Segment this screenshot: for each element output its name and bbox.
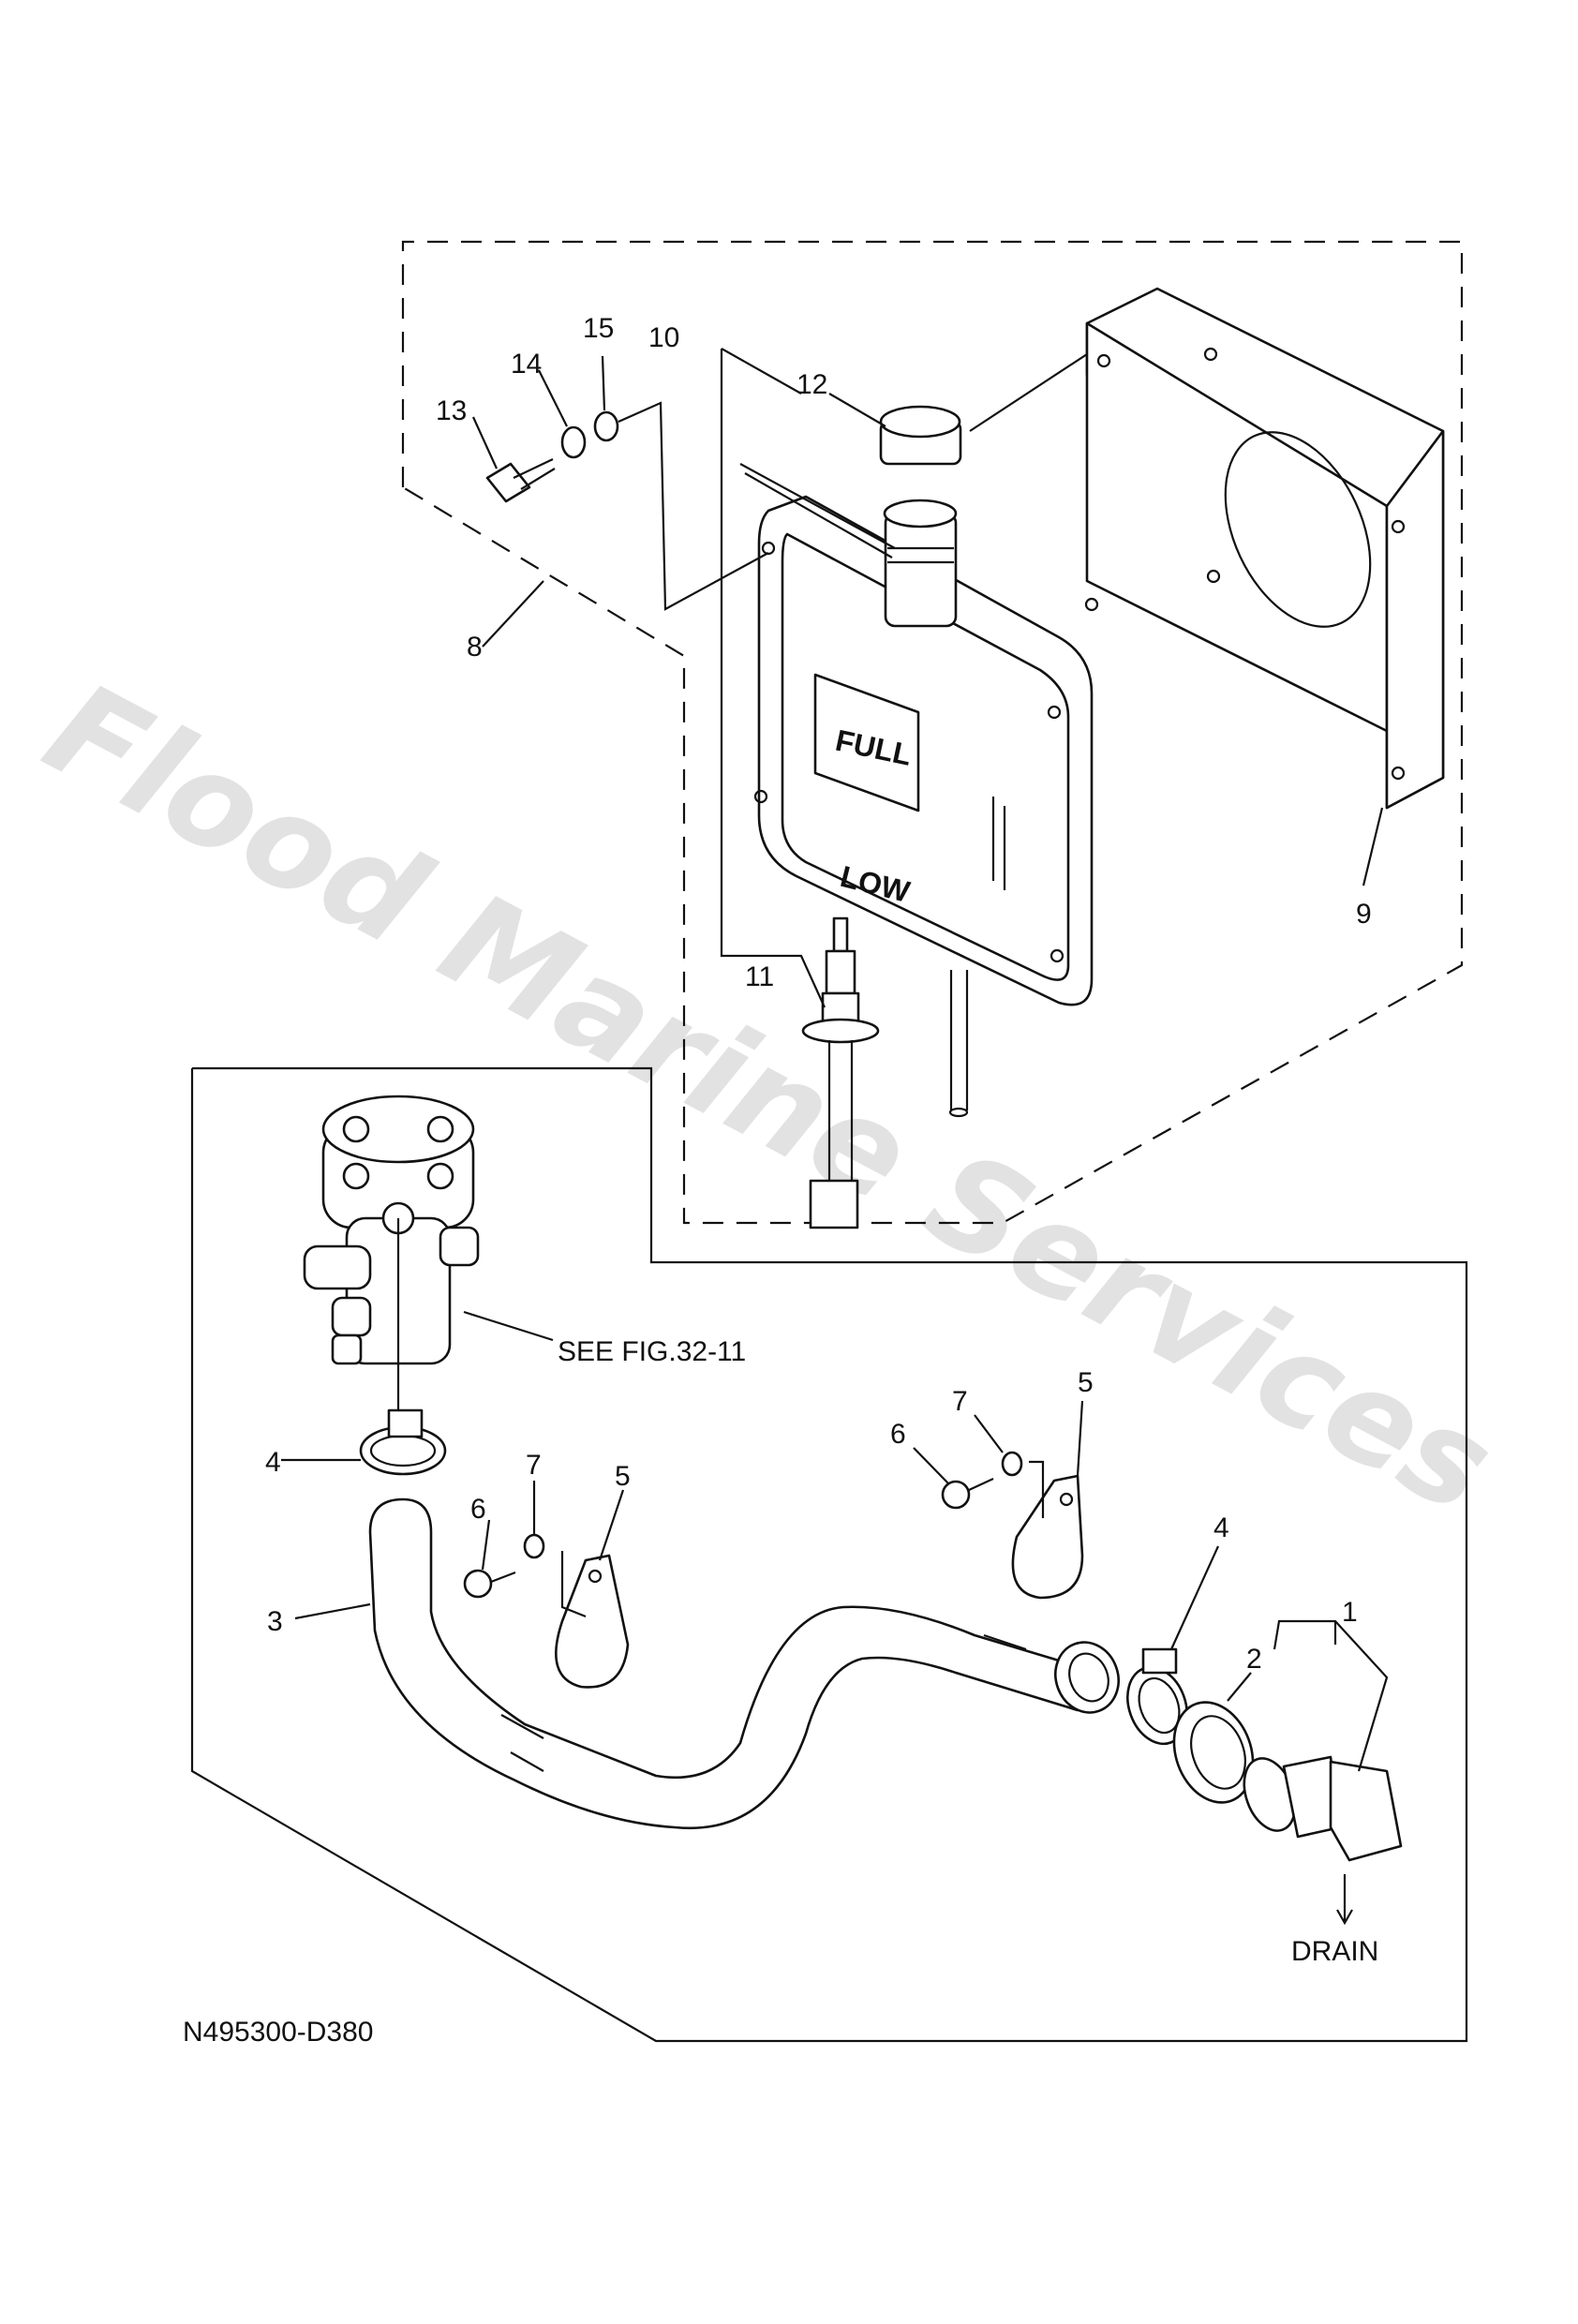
callout-12: 12 <box>796 369 827 400</box>
callout-14: 14 <box>511 349 542 380</box>
oil-tank: FULL LOW <box>739 463 1094 1006</box>
callout-4-lower: 4 <box>1213 1512 1229 1543</box>
leader-lines <box>281 348 1389 1772</box>
drain-plug <box>1243 1755 1403 1862</box>
washer-7-left <box>523 1533 545 1559</box>
level-gauge <box>801 916 880 1229</box>
bolt <box>485 458 556 503</box>
callout-2: 2 <box>1246 1644 1262 1675</box>
see-figure-reference: SEE FIG.32-11 <box>558 1336 746 1367</box>
callout-11: 11 <box>745 961 774 992</box>
callout-5-right: 5 <box>1078 1367 1094 1398</box>
drain-gasket <box>1172 1701 1255 1804</box>
callout-9: 9 <box>1356 899 1372 930</box>
hose-clamp-upper <box>359 1408 447 1476</box>
tank-outlet-pipe <box>948 970 969 1118</box>
drain-arrow-head <box>1336 1909 1353 1926</box>
washer-14 <box>560 425 587 459</box>
callout-5-left: 5 <box>615 1461 631 1492</box>
callout-7-right: 7 <box>952 1386 968 1417</box>
tank-cap <box>879 405 962 466</box>
diagram-code: N495300-D380 <box>183 2017 373 2048</box>
washer-15 <box>593 410 619 442</box>
oil-hose <box>368 1497 1120 1830</box>
callout-7-left: 7 <box>526 1450 542 1481</box>
tank-assembly-boundary <box>401 240 1464 1225</box>
mounting-bracket <box>1084 287 1445 810</box>
callout-1: 1 <box>1342 1597 1358 1628</box>
hose-clip-right <box>1011 1474 1084 1600</box>
callout-6-right: 6 <box>890 1419 906 1450</box>
hose-assembly-boundary <box>190 1066 1468 2043</box>
oil-pump <box>303 1095 480 1365</box>
screw-right <box>941 1478 994 1510</box>
screw-left <box>463 1569 516 1599</box>
callout-13: 13 <box>436 395 467 426</box>
drain-label: DRAIN <box>1291 1936 1378 1967</box>
callout-4-upper: 4 <box>265 1447 281 1478</box>
callout-6-left: 6 <box>470 1494 486 1525</box>
washer-7-right <box>1001 1451 1023 1477</box>
hose-clip-left <box>555 1554 630 1689</box>
callout-15: 15 <box>583 313 614 344</box>
callout-10: 10 <box>648 322 679 353</box>
callout-8: 8 <box>467 632 483 663</box>
callout-3: 3 <box>267 1606 283 1637</box>
hose-clamp-lower <box>1126 1647 1188 1746</box>
